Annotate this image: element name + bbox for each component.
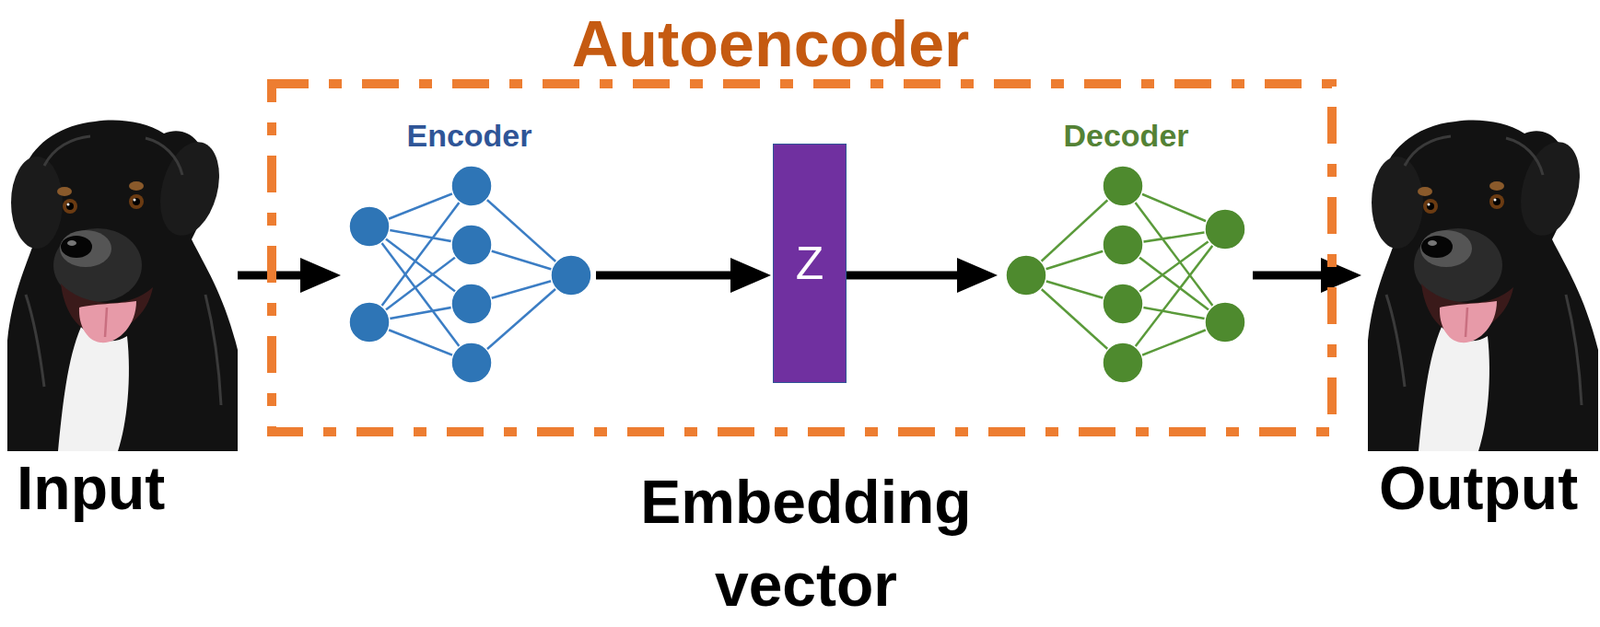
autoencoder-group: AutoencoderEncoderZDecoder <box>267 79 1337 437</box>
network-neuron <box>1204 302 1246 343</box>
network-neuron <box>451 165 492 207</box>
network-neuron <box>1204 209 1246 250</box>
network-neuron <box>451 342 492 384</box>
input-caption: Input <box>16 457 247 519</box>
flow-arrow <box>846 271 970 281</box>
network-neuron <box>1102 283 1144 325</box>
neural-network <box>349 165 592 384</box>
decoder-label: Decoder <box>999 119 1253 152</box>
dog-photo <box>7 120 238 452</box>
flow-arrow <box>1252 271 1334 281</box>
group-title: Autoencoder <box>235 11 1306 77</box>
network-neuron <box>1005 255 1047 296</box>
network-neuron <box>550 255 592 296</box>
network-neuron <box>349 206 390 247</box>
encoder-label: Encoder <box>342 119 596 152</box>
decoder-network: Decoder <box>999 115 1253 392</box>
input-image: Input <box>7 105 238 521</box>
flow-arrow <box>595 271 744 281</box>
network-neuron <box>349 302 390 343</box>
output-image: Output <box>1363 105 1594 521</box>
neural-network <box>1005 165 1246 384</box>
dashed-outline <box>271 83 1332 433</box>
encoder-network: Encoder <box>342 115 596 392</box>
network-neuron <box>451 224 492 266</box>
dog-photo <box>1367 120 1599 452</box>
network-neuron <box>1102 224 1144 266</box>
embedding-box: Z <box>772 143 847 384</box>
network-neuron <box>451 283 492 325</box>
network-neuron <box>1102 165 1144 207</box>
embedding-caption: Embedding vector <box>612 460 1000 627</box>
embedding-symbol: Z <box>795 240 825 287</box>
output-caption: Output <box>1363 457 1594 519</box>
network-neuron <box>1102 342 1144 384</box>
